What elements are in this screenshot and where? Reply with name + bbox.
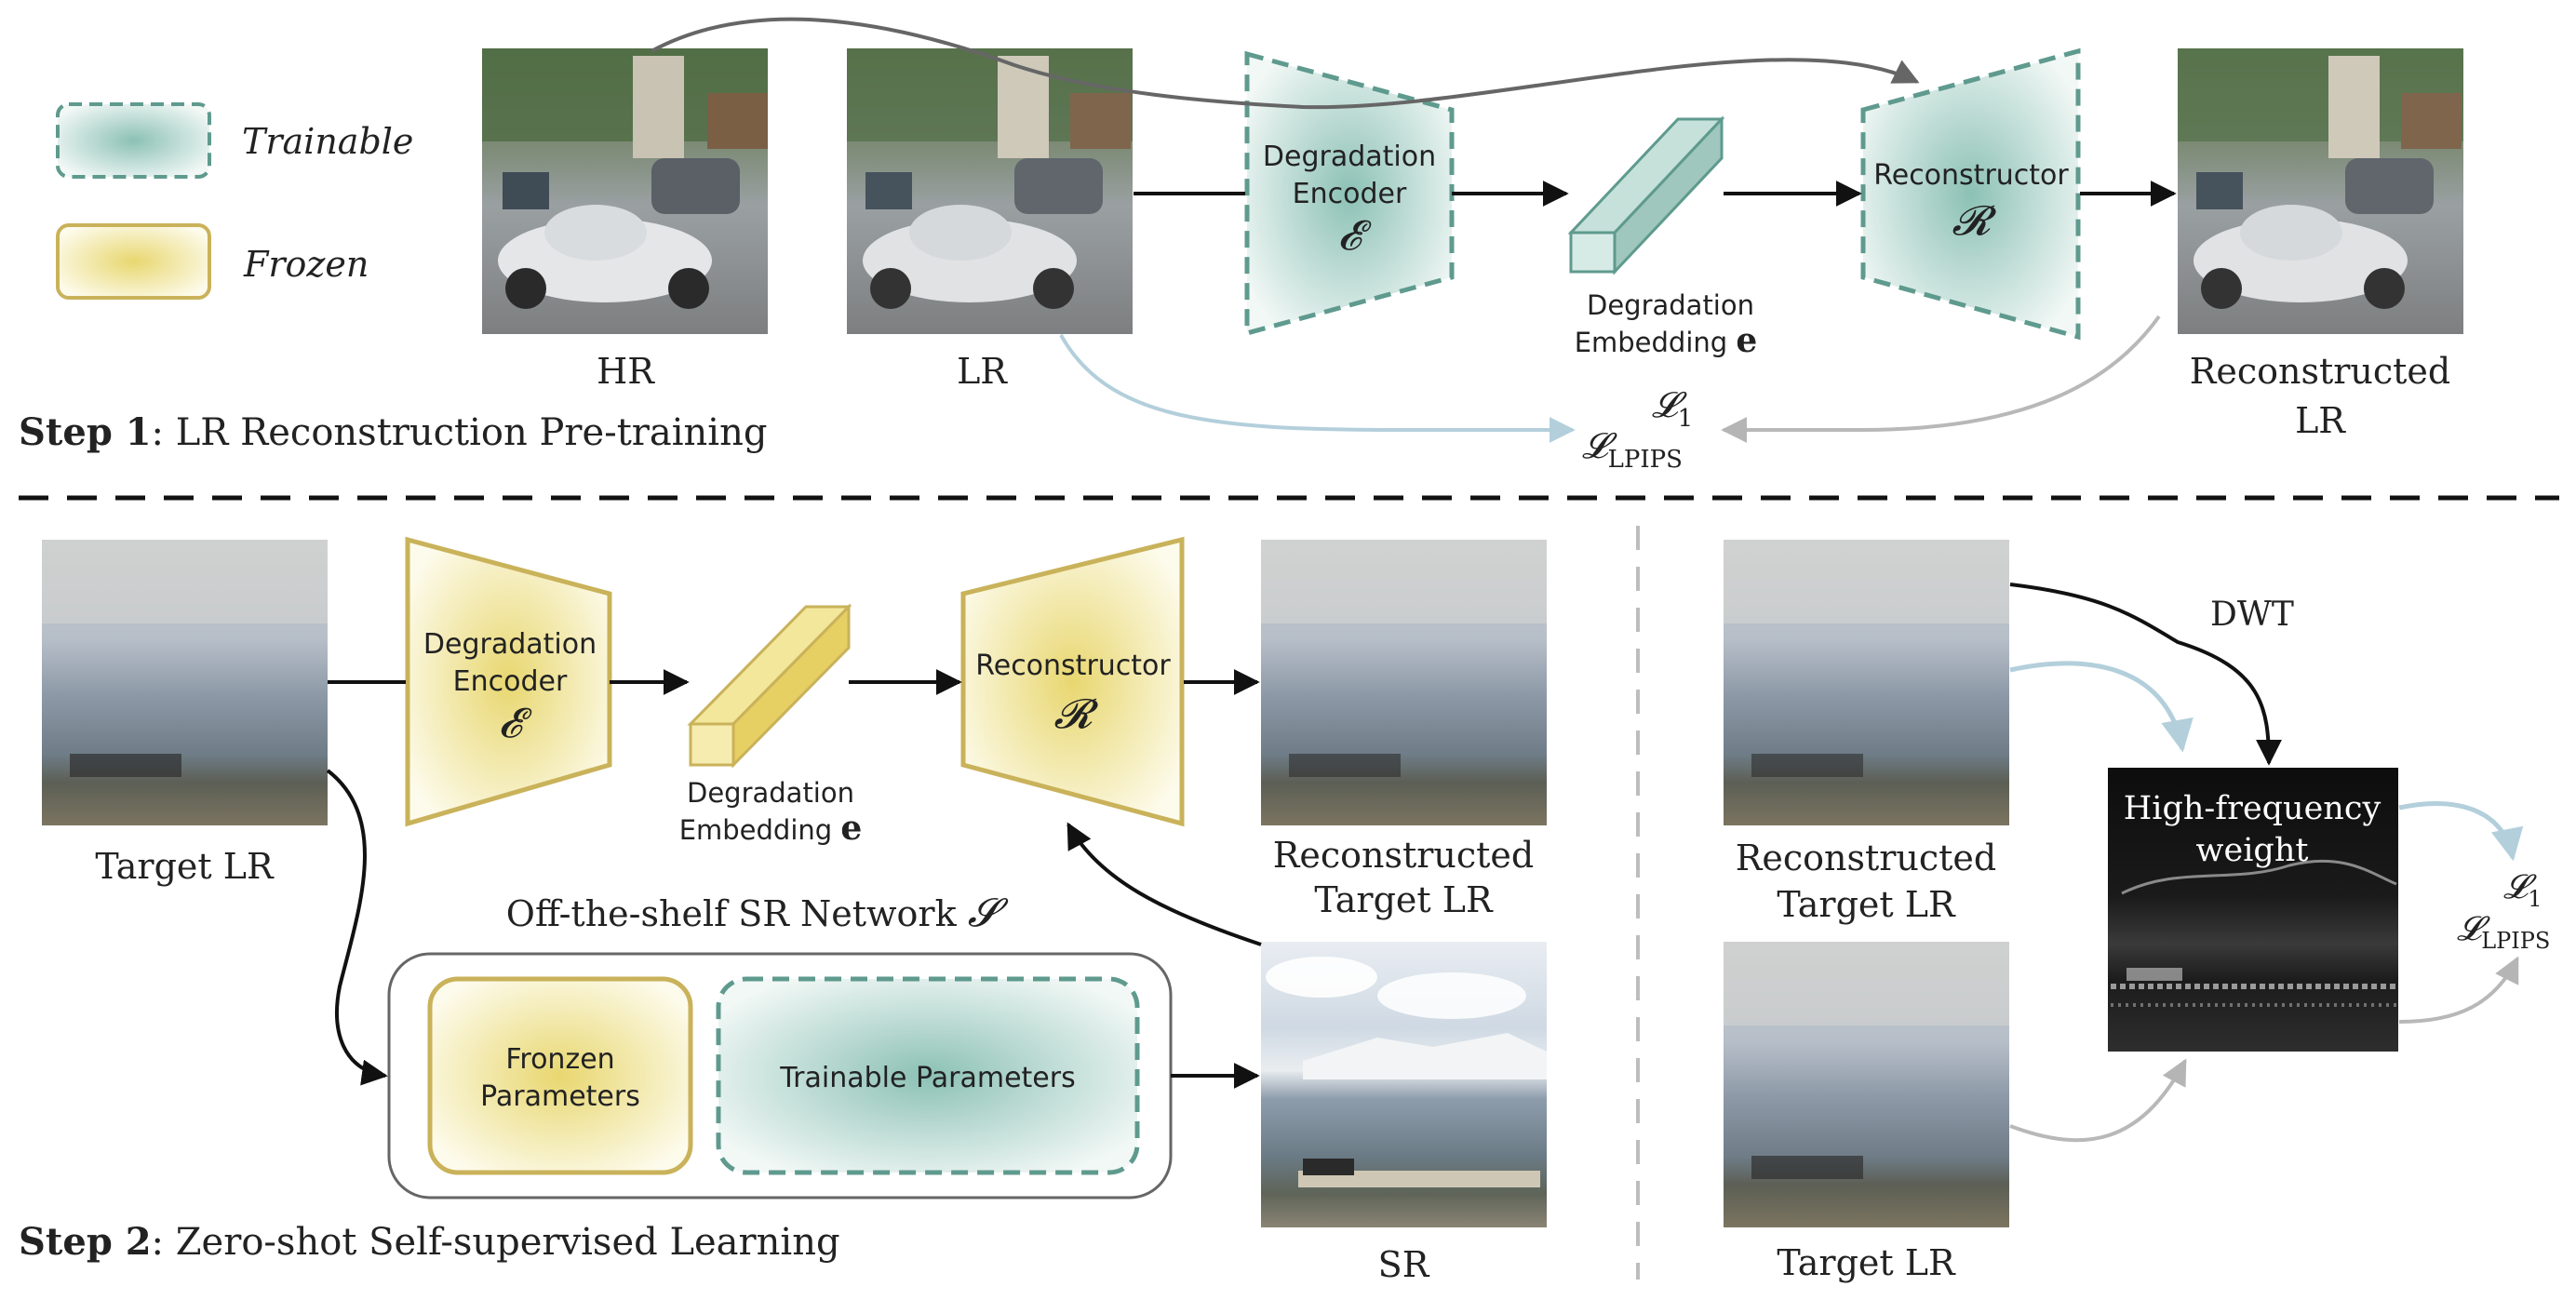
hr-image	[482, 48, 768, 334]
arrow-target-to-sr-network	[326, 769, 388, 1086]
lr-label: LR	[957, 351, 1008, 392]
arrow-target-to-hf	[2009, 1058, 2187, 1143]
legend-frozen-swatch	[56, 223, 211, 300]
frozen-parameters-box	[427, 976, 693, 1175]
reconstructed-target-lr-image-step2	[1261, 540, 1547, 825]
degradation-embedding-step2	[687, 603, 852, 769]
arrow-lr-to-loss	[1059, 334, 1576, 443]
step1-loss-lpips: 𝓛LPIPS	[1582, 425, 1683, 474]
target-lr-label-step2: Target LR	[95, 846, 275, 887]
arrow-recon-to-dwt	[2009, 583, 2282, 766]
frozen-params-line1: Fronzen	[505, 1043, 614, 1076]
reconstructed-lr-line2: LR	[2295, 400, 2346, 441]
degradation-encoder-step2: Degradation Encoder 𝓔	[405, 536, 612, 827]
sr-network-label: Off-the-shelf SR Network 𝓢	[506, 890, 1009, 935]
arrow-recon-to-hf	[2009, 661, 2194, 753]
reconstructor1-symbol: 𝓡	[1952, 197, 1996, 245]
step1-title: Step 1: LR Reconstruction Pre-training	[19, 410, 767, 454]
reconstructor1-label: Reconstructor	[1873, 159, 2069, 192]
legend-frozen-label: Frozen	[243, 244, 369, 285]
arrow-hr-skip	[651, 17, 1920, 110]
hr-label: HR	[597, 351, 655, 392]
degradation-embedding-step1	[1567, 115, 1725, 275]
encoder1-line1: Degradation	[1263, 141, 1436, 173]
encoder2-line1: Degradation	[423, 628, 597, 661]
degradation-encoder-step1: Degradation Encoder 𝓔	[1244, 50, 1455, 337]
embedding1-line1: Degradation	[1587, 289, 1754, 321]
loss-target-label: Target LR	[1777, 1242, 1956, 1283]
target-lr-image-loss	[1724, 942, 2009, 1227]
loss-recon-line1: Reconstructed	[1736, 838, 1997, 878]
reconstructed-target-lr-image-loss	[1724, 540, 2009, 825]
dwt-label: DWT	[2210, 596, 2294, 634]
reconstructor2-symbol: 𝓡	[1053, 690, 1098, 738]
target-lr-image-step2	[42, 540, 328, 825]
high-frequency-weight-map: High-frequency weight	[2108, 768, 2398, 1052]
reconstructed-lr-image	[2178, 48, 2463, 334]
lr-image	[847, 48, 1133, 334]
legend-trainable-label: Trainable	[242, 121, 413, 162]
hf-line2: weight	[2196, 832, 2309, 869]
legend-trainable-swatch	[56, 102, 211, 179]
arrow-hf-to-lpips	[2398, 956, 2519, 1024]
embedding2-line2: Embedding e	[679, 809, 863, 848]
embedding1-line2: Embedding e	[1575, 321, 1758, 360]
arrow-output-to-loss	[1721, 315, 2161, 443]
arrow-hf-to-l1	[2398, 801, 2524, 862]
sr-image	[1261, 942, 1547, 1227]
embedding2-line1: Degradation	[687, 777, 854, 809]
reconstructor-step1: Reconstructor 𝓡	[1860, 47, 2081, 341]
arrow-sr-to-reconstructor	[1067, 822, 1262, 946]
sr-label: SR	[1378, 1244, 1430, 1285]
reconstructed-target-line2-step2: Target LR	[1314, 879, 1494, 920]
step2-title: Step 2: Zero-shot Self-supervised Learni…	[19, 1220, 840, 1264]
encoder2-line2: Encoder	[453, 665, 568, 698]
panel-loss-lpips: 𝓛LPIPS	[2457, 910, 2550, 954]
frozen-params-line2: Parameters	[480, 1080, 640, 1113]
trainable-parameters-box	[716, 976, 1140, 1175]
reconstructed-lr-line1: Reconstructed	[2190, 351, 2451, 392]
reconstructor-step2: Reconstructor 𝓡	[960, 536, 1185, 827]
hf-line1: High-frequency	[2124, 790, 2381, 827]
reconstructed-target-line1-step2: Reconstructed	[1273, 835, 1535, 876]
trainable-params-label: Trainable Parameters	[779, 1062, 1075, 1094]
encoder1-line2: Encoder	[1293, 178, 1407, 210]
loss-recon-line2: Target LR	[1777, 884, 1956, 925]
reconstructor2-label: Reconstructor	[975, 650, 1171, 682]
step1-loss-l1: 𝓛1	[1652, 384, 1693, 433]
panel-loss-l1: 𝓛1	[2503, 868, 2542, 912]
